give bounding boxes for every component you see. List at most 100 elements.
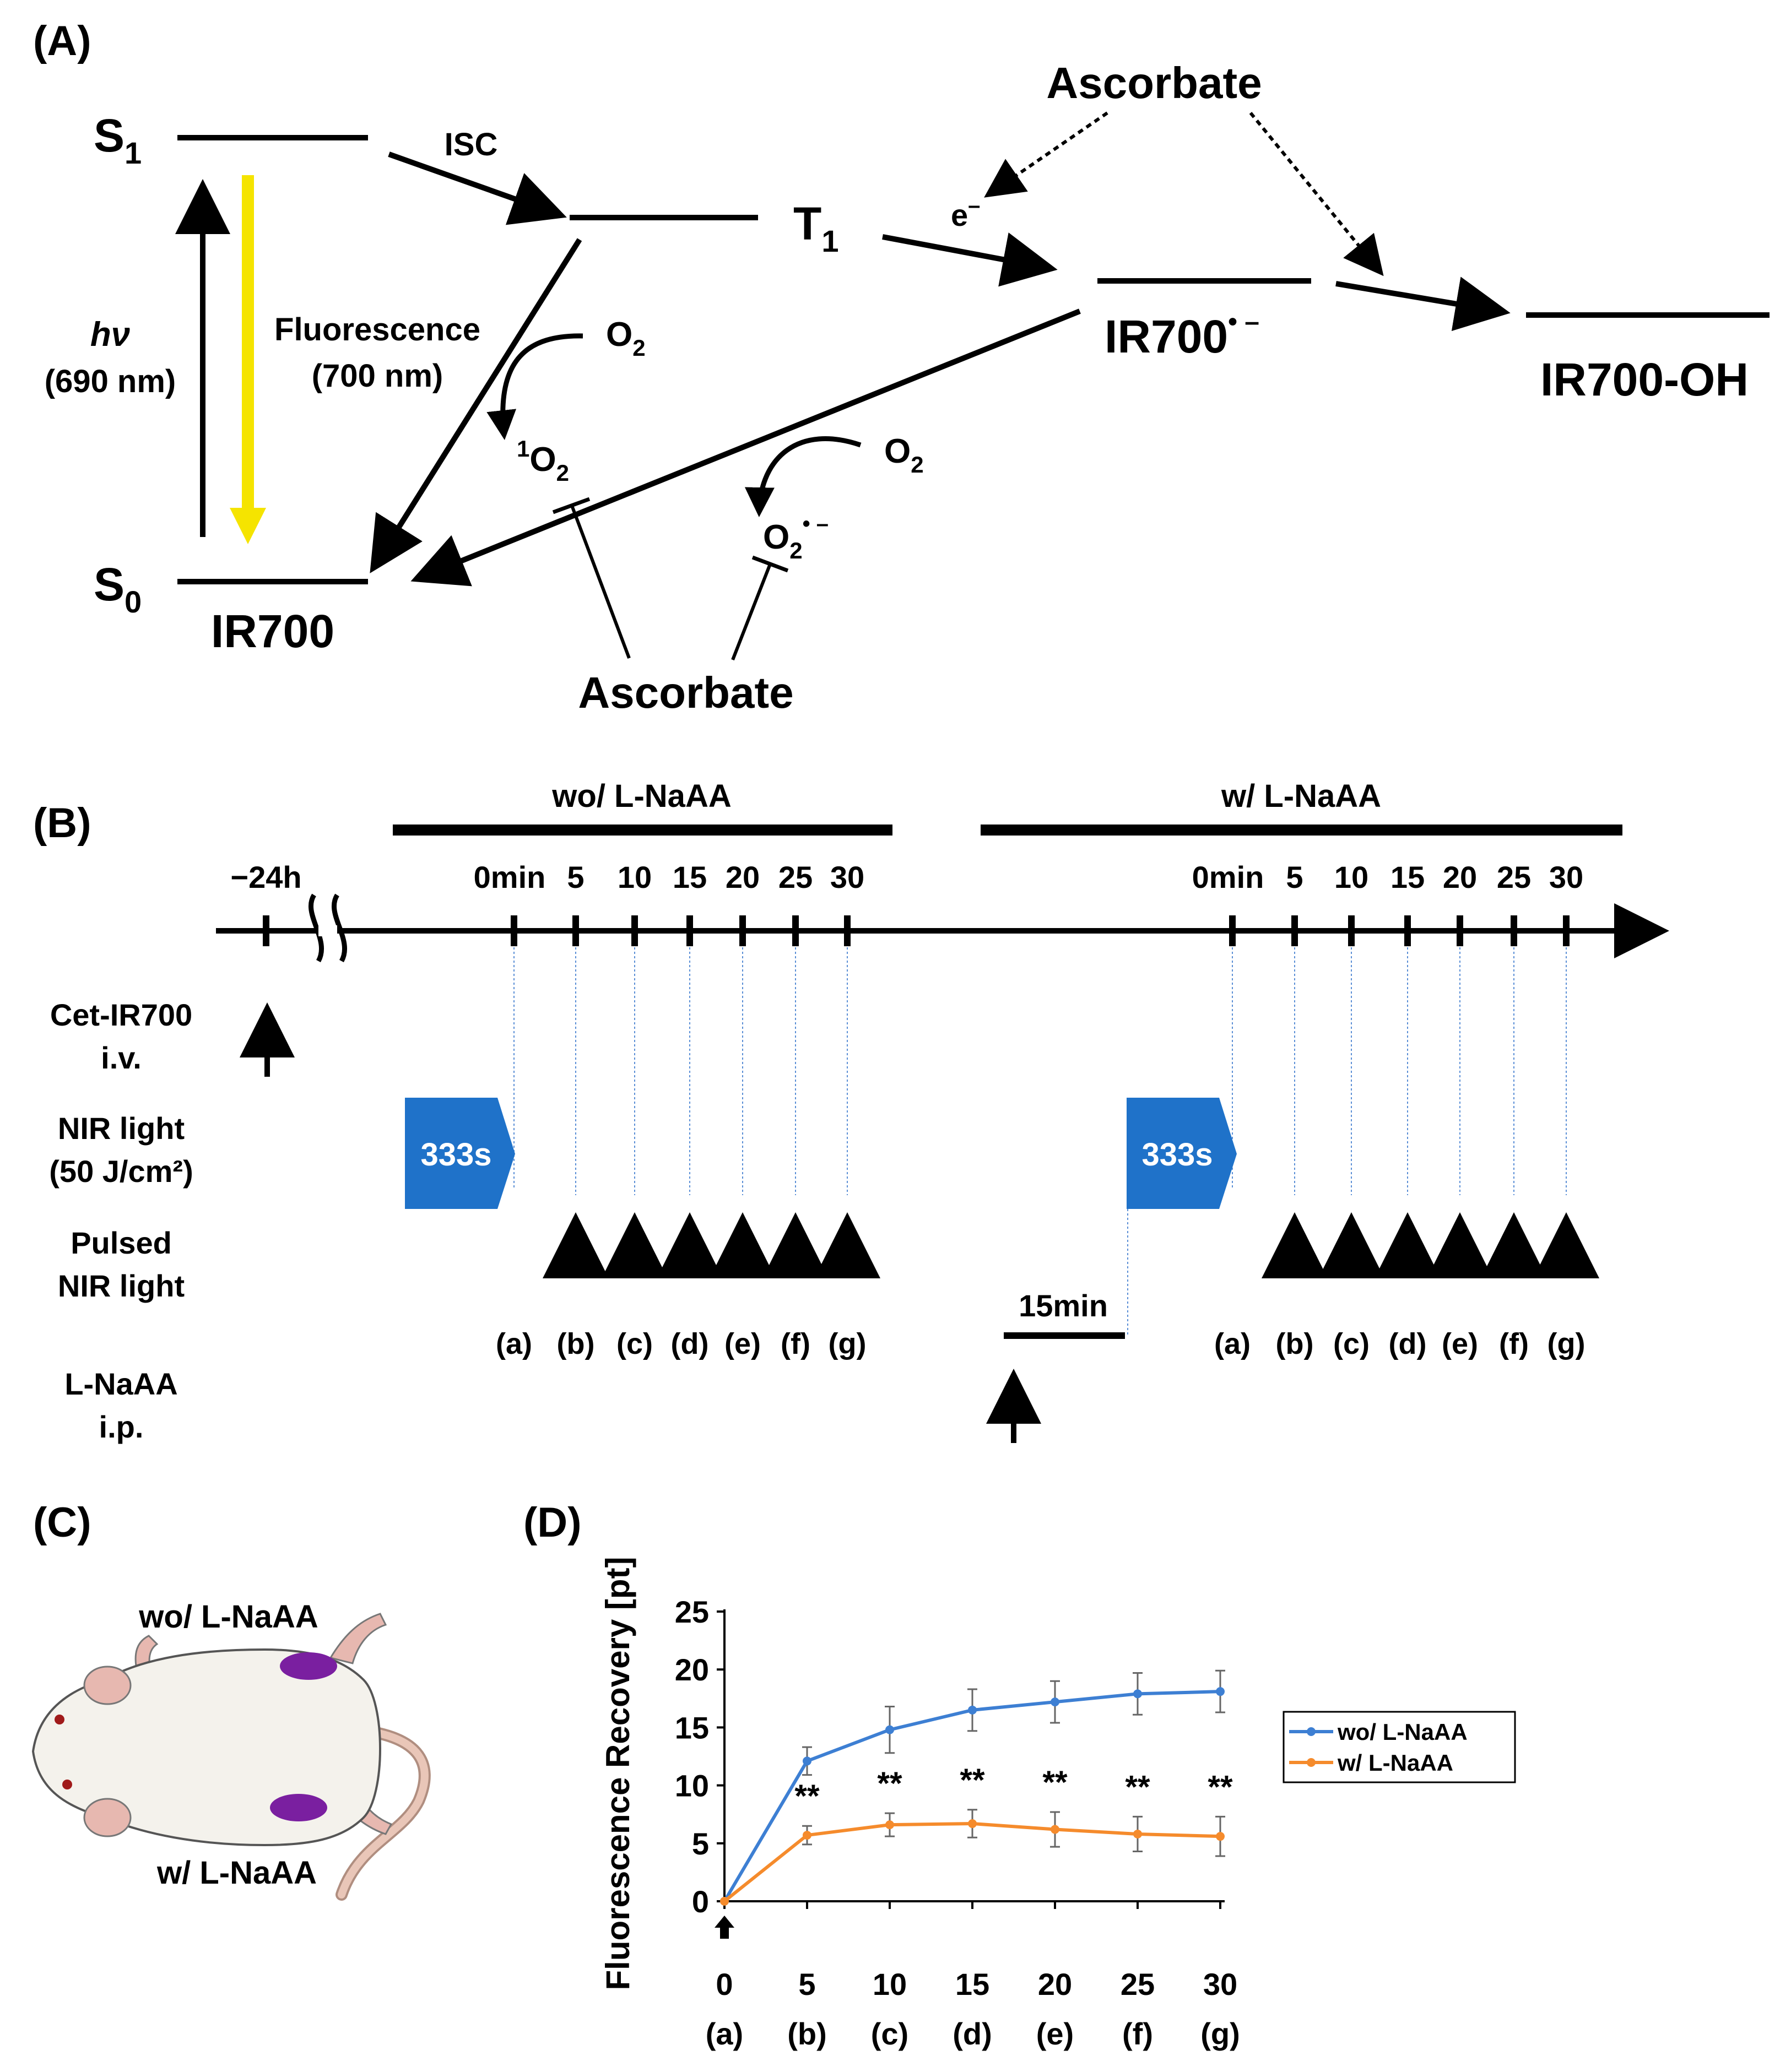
irradiation-label-with: 333s [1141, 1137, 1213, 1173]
x-tick-label-5: 25 [1121, 1967, 1155, 2002]
guides [513, 947, 1567, 1195]
singlet-oxygen-curve [486, 333, 583, 440]
ground-state-label: IR700 [211, 605, 334, 657]
axis-break [309, 893, 347, 963]
mouse-ear-top [83, 1666, 132, 1705]
letter-label-without-1: (b) [557, 1327, 595, 1360]
irradiation-box-without [405, 1098, 515, 1209]
mouse-eye-top [55, 1715, 64, 1724]
tick-label-without-5: 25 [778, 860, 813, 894]
legend-marker-0 [1307, 1727, 1316, 1736]
legend-box [1283, 1711, 1516, 1783]
mouse-back-leg-top [329, 1613, 387, 1664]
x-tick-label-2: 10 [873, 1967, 907, 2002]
series-point-1-6 [1216, 1832, 1225, 1841]
o2-label-1: O2 [606, 316, 646, 361]
x-sub-label-1: (b) [787, 2016, 827, 2051]
mouse-illustration [31, 1613, 431, 1901]
mouse-label-bottom: w/ L-NaAA [156, 1855, 317, 1891]
s0-label: S0 [94, 558, 142, 619]
ascorbate-to-product-arrow [1249, 112, 1384, 276]
group-without-label: wo/ L-NaAA [551, 778, 731, 814]
minus24h-label: −24h [230, 860, 301, 894]
tick-label-without-2: 10 [618, 860, 652, 894]
tick-label-without-4: 20 [726, 860, 760, 894]
group-with-label: w/ L-NaAA [1221, 778, 1381, 814]
axis-break-gap [318, 925, 337, 936]
tick-label-with-5: 25 [1497, 860, 1531, 894]
series-point-1-2 [885, 1820, 894, 1830]
tick-label-without-6: 30 [830, 860, 864, 894]
x-sub-label-3: (d) [953, 2016, 992, 2051]
chart: 05101520250(a)5(b)10(c)15(d)20(e)25(f)30… [675, 1594, 1240, 2051]
ticks-without: 0min(a)5(b)10(c)15(d)20(e)25(f)30(g) [474, 860, 880, 1360]
letter-label-with-0: (a) [1214, 1327, 1251, 1360]
panel-a: (A) S1 S0 T1 IR700 IR700• – IR700-OH hν … [33, 18, 1770, 717]
series-point-1-3 [968, 1819, 977, 1829]
y-tick-label-4: 20 [675, 1652, 709, 1687]
y-axis-title: Fluorescence Recovery [pt] [599, 1557, 636, 1990]
series-point-1-4 [1051, 1825, 1059, 1834]
fluorescence-label: Fluorescence [274, 312, 480, 348]
series-point-0-3 [968, 1705, 977, 1715]
wait-label: 15min [1019, 1288, 1108, 1323]
series-point-1-0 [720, 1897, 729, 1906]
isc-arrow [388, 151, 567, 225]
panel-a-label: (A) [33, 18, 91, 64]
x-sub-label-0: (a) [706, 2016, 743, 2051]
series-point-0-2 [885, 1725, 894, 1734]
t1-label: T1 [793, 198, 838, 258]
significance-5: ** [1125, 1769, 1150, 1805]
fluorescence-wavelength: (700 nm) [312, 358, 443, 394]
ascorbate-top-label: Ascorbate [1046, 58, 1262, 107]
significance-6: ** [1208, 1769, 1233, 1805]
panel-c: (C) wo/ L-NaAA w/ L-NaAA [31, 1499, 431, 1901]
x-tick-label-1: 5 [798, 1967, 815, 2002]
electron-transfer-arrow [882, 232, 1058, 287]
tick-label-with-1: 5 [1286, 860, 1303, 894]
irradiation-box-with [1127, 1098, 1237, 1209]
x-tick-label-6: 30 [1203, 1967, 1237, 2002]
superoxide-label: O2• – [763, 512, 829, 563]
ascorbate-to-electron-arrow [984, 111, 1108, 198]
panel-b: (B) wo/ L-NaAA w/ L-NaAA −24h 0min(a)5(b… [33, 778, 1669, 1444]
t1-to-s0-arrow [370, 238, 582, 573]
series-point-0-1 [803, 1756, 811, 1766]
legend-marker-1 [1307, 1758, 1316, 1767]
series-point-1-5 [1133, 1829, 1142, 1838]
tick-label-without-0: 0min [474, 860, 546, 894]
ticks-with: 0min(a)5(b)10(c)15(d)20(e)25(f)30(g) [1192, 860, 1599, 1360]
letter-label-without-0: (a) [496, 1327, 532, 1360]
inhibit-singlet-line [570, 505, 631, 659]
letter-label-with-4: (e) [1442, 1327, 1478, 1360]
tumor-with [270, 1794, 327, 1821]
x-tick-label-4: 20 [1038, 1967, 1072, 2002]
y-tick-label-3: 15 [675, 1710, 709, 1745]
tick-label-with-4: 20 [1443, 860, 1477, 894]
singlet-oxygen-label: 1O2 [517, 436, 569, 486]
x-sub-label-5: (f) [1122, 2016, 1153, 2051]
isc-label: ISC [445, 127, 498, 162]
inhibit-singlet-bar [552, 497, 591, 514]
letter-label-with-5: (f) [1499, 1327, 1529, 1360]
superoxide-curve [744, 436, 862, 517]
tick-label-without-3: 15 [673, 860, 707, 894]
y-tick-label-5: 25 [675, 1594, 709, 1629]
letter-label-with-6: (g) [1547, 1327, 1586, 1360]
row-nir-label: NIR light(50 J/cm²) [49, 1111, 193, 1189]
significance-2: ** [877, 1766, 902, 1802]
x-sub-label-6: (g) [1200, 2016, 1240, 2051]
letter-label-without-5: (f) [781, 1327, 810, 1360]
y-tick-label-0: 0 [692, 1884, 709, 1919]
significance-3: ** [960, 1762, 985, 1798]
letter-label-without-4: (e) [724, 1327, 761, 1360]
radical-anion-label: IR700• – [1105, 307, 1259, 362]
tick-label-with-3: 15 [1390, 860, 1425, 894]
letter-label-with-1: (b) [1276, 1327, 1314, 1360]
irradiation-label-without: 333s [420, 1137, 491, 1173]
